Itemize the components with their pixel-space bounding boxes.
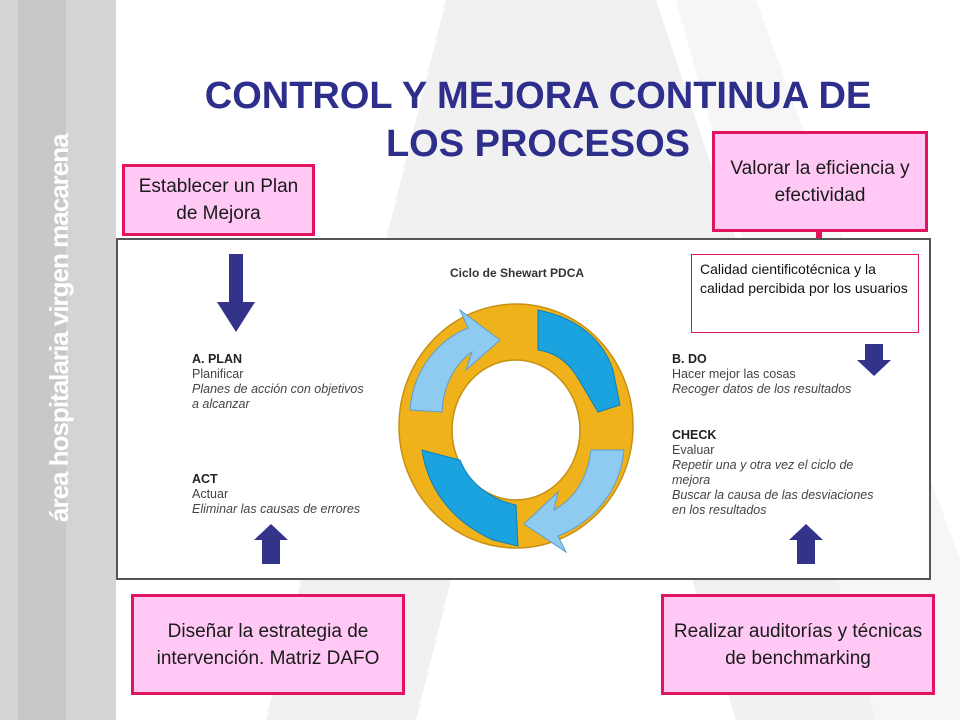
title-line-1: CONTROL Y MEJORA CONTINUA DE <box>204 75 872 117</box>
title-line-2: LOS PROCESOS <box>385 123 691 165</box>
sidebar-branding: área hospitalaria virgen macarena huvm <box>0 0 116 720</box>
check-desc-3: Buscar la causa de las desviaciones <box>672 488 874 502</box>
check-desc-4: en los resultados <box>672 503 767 517</box>
act-desc-1: Eliminar las causas de errores <box>192 502 361 516</box>
act-verb: Actuar <box>192 487 229 501</box>
check-desc-2: mejora <box>672 473 711 487</box>
plan-desc-1: Planes de acción con objetivos <box>192 382 364 396</box>
arrow-up-act-icon <box>254 524 288 564</box>
hospital-logo: huvm <box>28 528 88 718</box>
slide-title: CONTROL Y MEJORA CONTINUA DE LOS PROCESO… <box>116 72 960 168</box>
check-desc-1: Repetir una y otra vez el ciclo de <box>672 458 854 472</box>
sidebar-vertical-text: área hospitalaria virgen macarena <box>44 92 74 522</box>
do-desc-1: Recoger datos de los resultados <box>672 382 852 396</box>
do-heading: B. DO <box>672 352 707 366</box>
do-verb: Hacer mejor las cosas <box>672 367 796 381</box>
phase-check: CHECK Evaluar Repetir una y otra vez el … <box>672 428 874 518</box>
arrow-down-do-icon <box>857 344 891 376</box>
plan-heading: A. PLAN <box>192 352 242 366</box>
plan-desc-2: a alcanzar <box>192 397 250 411</box>
callout-check: Valorar la eficiencia y efectividad <box>712 131 928 232</box>
sidebar-org-name: área hospitalaria virgen macarena <box>44 134 74 522</box>
cycle-title: Ciclo de Shewart PDCA <box>450 266 585 280</box>
check-heading: CHECK <box>672 428 717 442</box>
phase-plan: A. PLAN Planificar Planes de acción con … <box>192 352 364 412</box>
arrow-up-check-icon <box>789 524 823 564</box>
check-verb: Evaluar <box>672 443 715 457</box>
act-heading: ACT <box>192 472 218 486</box>
arrow-down-plan-icon <box>217 254 255 332</box>
phase-do: B. DO Hacer mejor las cosas Recoger dato… <box>672 352 851 397</box>
plan-verb: Planificar <box>192 367 244 381</box>
pdca-cycle-icon <box>398 303 634 554</box>
sidebar-stripe-icon <box>18 0 66 720</box>
quality-note-box: Calidad cientificotécnica y la calidad p… <box>691 254 919 333</box>
callout-act: Diseñar la estrategia de intervención. M… <box>131 594 405 695</box>
phase-act: ACT Actuar Eliminar las causas de errore… <box>192 472 360 517</box>
callout-plan: Establecer un Plan de Mejora <box>122 164 315 236</box>
callout-do: Realizar auditorías y técnicas de benchm… <box>661 594 935 695</box>
